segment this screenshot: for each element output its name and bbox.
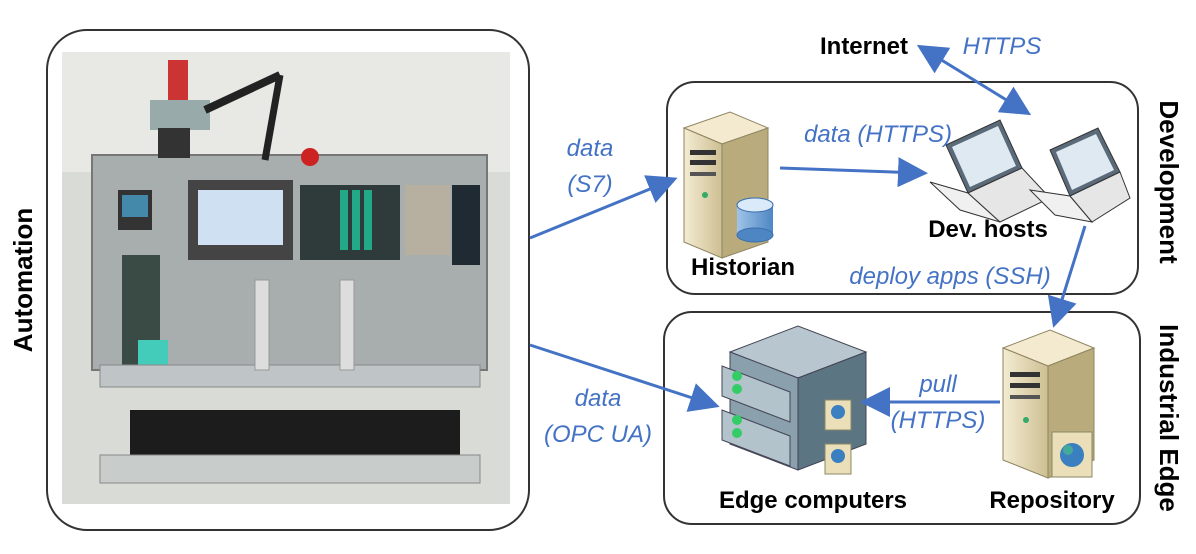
section-label-automation: Automation: [8, 208, 38, 352]
laptop-icon: [1028, 127, 1131, 223]
repository-server-icon: [1001, 329, 1096, 479]
industrial-edge-frame: [663, 311, 1141, 525]
internet-label: Internet: [820, 33, 908, 60]
arrow-devhosts-repository: [1047, 225, 1087, 328]
edge-label-data-s7-2: (S7): [567, 171, 612, 198]
edge-label-pull-2: (HTTPS): [891, 407, 986, 434]
edge-label-data-opc-1: data: [575, 385, 622, 412]
edge-label-deploy-apps: deploy apps (SSH): [849, 263, 1050, 290]
arrow-automation-historian: [529, 175, 678, 240]
automation-frame: [46, 29, 530, 531]
edge-label-pull-1: pull: [918, 371, 957, 398]
arrow-historian-devhosts: [779, 157, 928, 188]
section-label-industrial-edge: Industrial Edge: [1154, 324, 1184, 512]
laptop-icon: [929, 119, 1051, 223]
edge-computers-label: Edge computers: [719, 487, 907, 514]
edge-computers-icon: [721, 325, 868, 475]
historian-server-icon: [682, 111, 774, 259]
historian-label: Historian: [691, 254, 795, 281]
arrow-internet-devhosts: [916, 44, 1032, 116]
repository-label: Repository: [989, 487, 1115, 514]
section-label-development: Development: [1154, 100, 1184, 264]
edge-label-data-s7-1: data: [567, 135, 614, 162]
edge-label-data-opc-2: (OPC UA): [544, 421, 652, 448]
arrow-automation-edge: [529, 343, 720, 412]
edge-label-internet-https: HTTPS: [963, 33, 1042, 60]
edge-label-data-https: data (HTTPS): [804, 121, 952, 148]
dev-hosts-label: Dev. hosts: [928, 216, 1048, 243]
automation-photo: [62, 52, 510, 504]
